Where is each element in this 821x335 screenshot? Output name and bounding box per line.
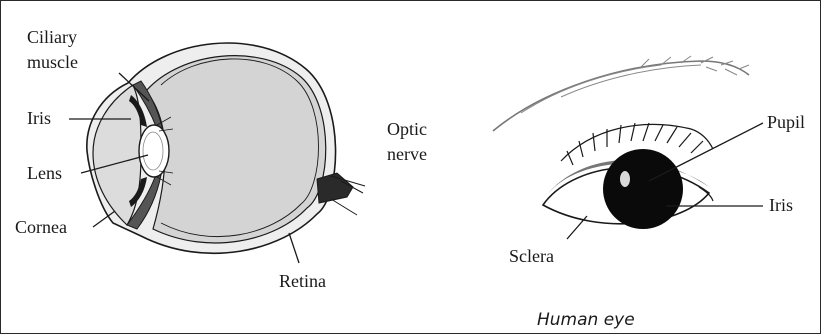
label-ciliary-line2: muscle: [27, 52, 78, 72]
label-iris-external: Iris: [769, 195, 793, 215]
label-pupil: Pupil: [767, 112, 805, 132]
label-iris: Iris: [27, 108, 51, 128]
figure-caption: Human eye: [537, 310, 635, 330]
label-optic-line2: nerve: [387, 144, 427, 164]
label-sclera: Sclera: [509, 246, 554, 266]
label-retina: Retina: [279, 271, 326, 291]
pupil-iris-shape: [603, 149, 683, 229]
external-eye: [493, 56, 749, 229]
label-ciliary-line1: Ciliary: [27, 27, 77, 47]
eyebrow-hairs: [521, 56, 749, 113]
eye-cross-section: [87, 43, 365, 253]
leader-retina: [289, 233, 299, 263]
label-optic-line1: Optic: [387, 119, 427, 139]
leader-sclera: [567, 216, 587, 239]
vitreous-chamber: [146, 56, 326, 243]
lens-inner: [143, 132, 163, 170]
pupil-highlight: [620, 171, 630, 187]
label-cornea: Cornea: [15, 217, 67, 237]
label-lens: Lens: [27, 163, 62, 183]
leader-pupil: [649, 123, 763, 181]
